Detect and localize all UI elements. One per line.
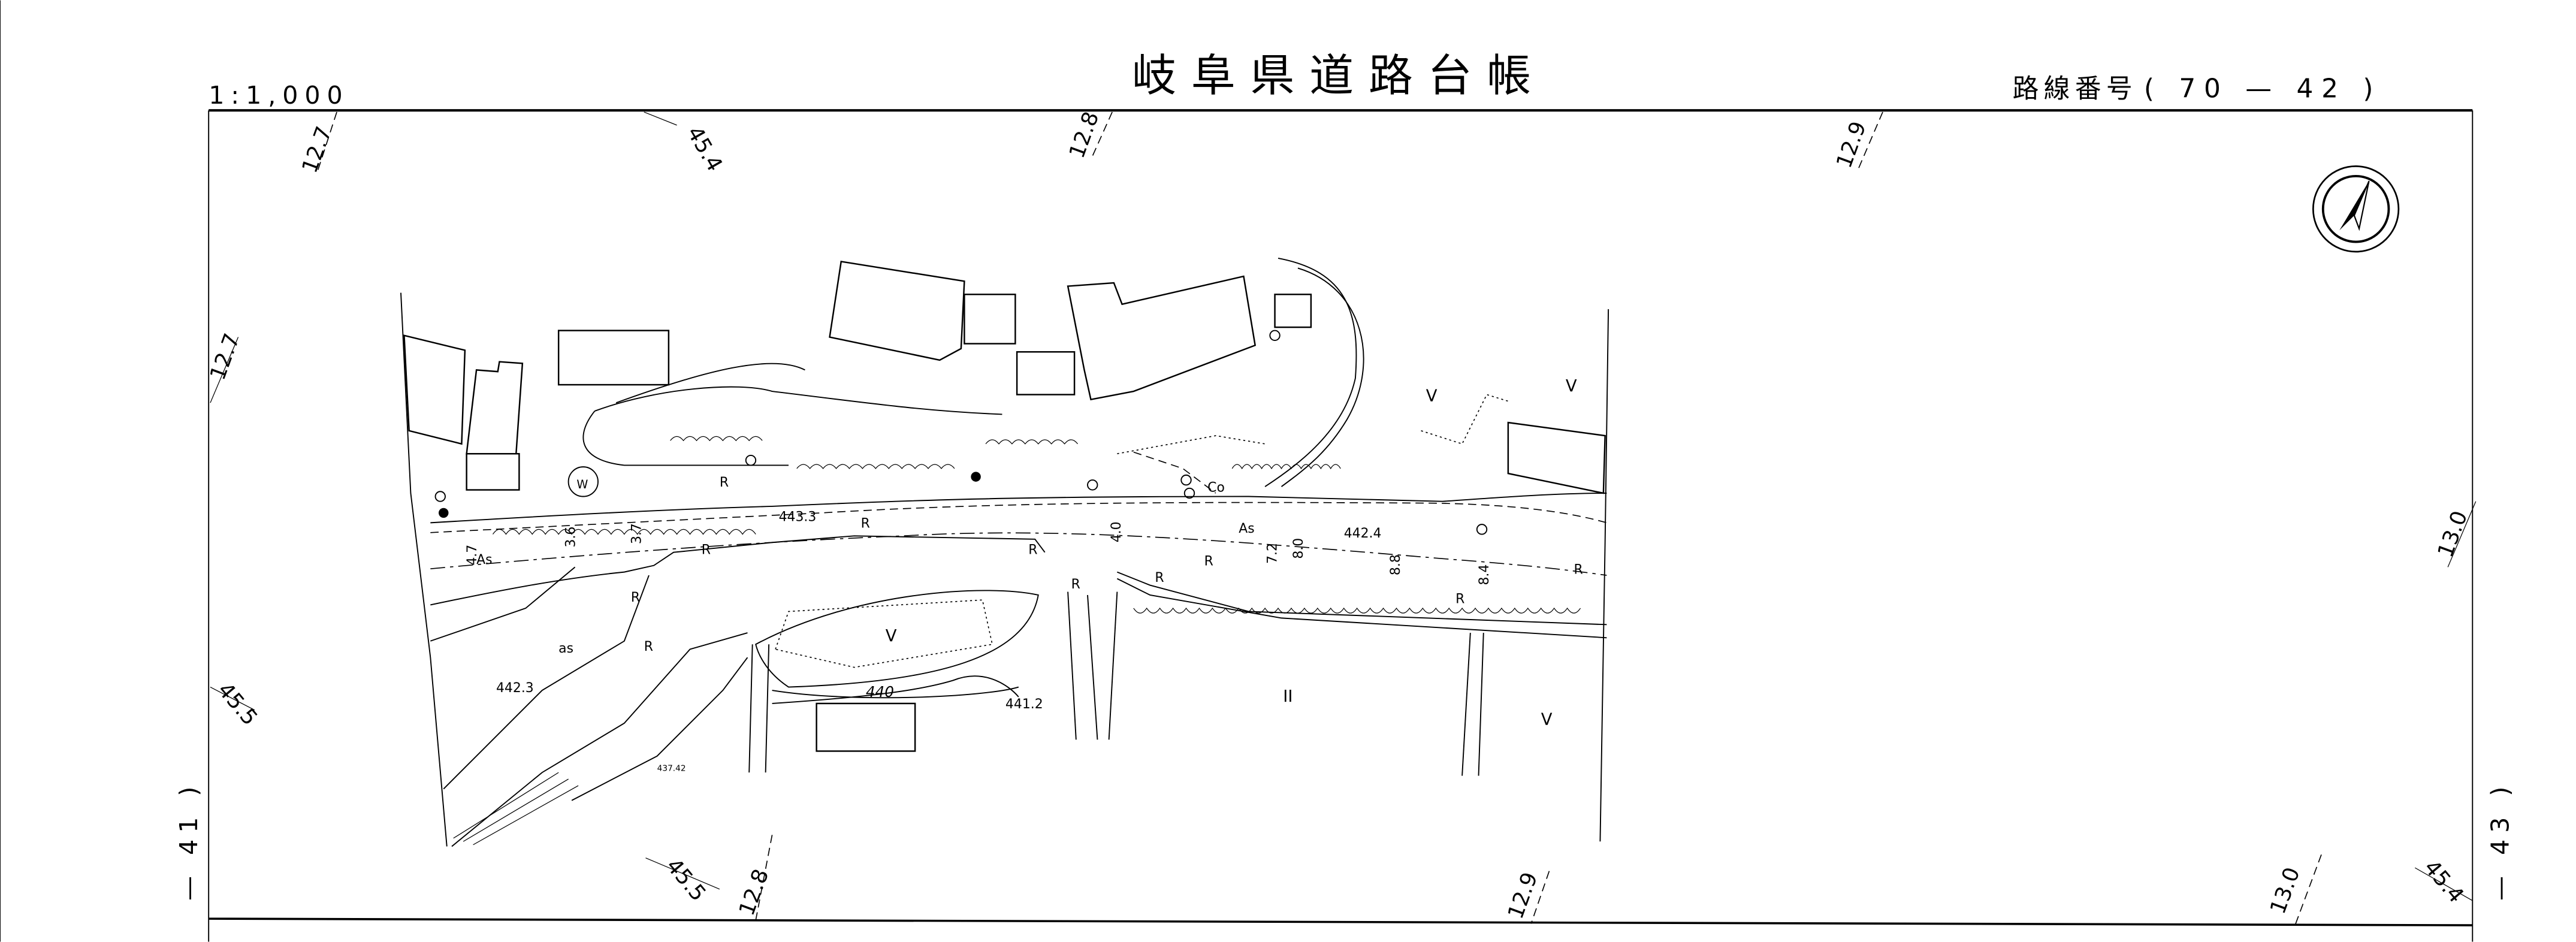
grid-label-top: 12.7: [297, 123, 337, 177]
contour-label: 440: [866, 683, 894, 701]
surface-label: As: [1239, 521, 1254, 536]
route-number: ( 70 — 42 ): [2144, 73, 2381, 104]
grid-label-bottom: 12.8: [735, 866, 774, 919]
revetment-symbol: R: [1455, 592, 1464, 607]
scale-label: 1:1,000: [209, 81, 349, 110]
right-sheet-link[interactable]: — 43 ): [2486, 780, 2515, 901]
building: [1016, 351, 1076, 395]
sheet-frame: [0, 0, 2474, 942]
elevation-label: 442.4: [1344, 526, 1382, 541]
width-label: 8.4: [1477, 564, 1492, 585]
revetment-symbol: R: [1204, 554, 1213, 569]
building: [557, 330, 670, 386]
north-arrow-icon: [2312, 165, 2400, 253]
width-label: 3.7: [629, 523, 644, 544]
grid-label-top: 45.4: [682, 122, 727, 176]
revetment-symbol: R: [644, 639, 653, 654]
width-label: 8.8: [1388, 554, 1403, 575]
left-sheet-link[interactable]: — 41 ): [174, 780, 203, 901]
grid-label-left: 45.5: [213, 678, 262, 730]
building: [816, 702, 916, 752]
grid-label-left: 12.7: [206, 330, 245, 384]
revetment-symbol: R: [861, 517, 870, 532]
revetment-symbol: R: [1155, 570, 1164, 585]
revetment-symbol: R: [631, 590, 640, 605]
field-symbol: V: [1566, 377, 1577, 395]
building: [403, 334, 466, 445]
field-symbol: V: [1426, 387, 1438, 405]
revetment-symbol: R: [702, 542, 711, 557]
grid-label-bottom: 13.0: [2266, 864, 2305, 917]
paddy-symbol: II: [1283, 687, 1292, 706]
building: [829, 261, 965, 361]
building: [466, 361, 524, 458]
revetment-symbol: R: [1574, 562, 1583, 577]
surface-label: As: [476, 552, 492, 567]
route-label: 路線番号: [2013, 73, 2137, 104]
grid-label-bottom: 45.5: [661, 854, 710, 906]
map-area: [400, 258, 1609, 847]
grid-label-top: 12.8: [1065, 108, 1104, 162]
elevation-label: 437.42: [657, 763, 686, 773]
well-label: W: [576, 478, 588, 491]
width-label: 8.0: [1291, 538, 1306, 559]
concrete-label: Co: [1207, 480, 1225, 495]
revetment-symbol: R: [1071, 577, 1080, 592]
revetment-symbol: R: [720, 475, 729, 490]
grid-label-bottom: 12.9: [1503, 869, 1543, 922]
width-label: 4.0: [1109, 521, 1124, 542]
grid-label-bottom: 45.4: [2419, 856, 2468, 908]
surface-label: as: [558, 641, 573, 656]
field-symbol: V: [1541, 711, 1553, 729]
grid-label-top: 12.9: [1832, 118, 1871, 171]
sheet-title: 岐阜県道路台帳: [1132, 50, 1546, 101]
field-symbol: V: [886, 627, 897, 645]
width-label: 4.7: [465, 545, 480, 566]
grid-ticks: [210, 111, 2477, 926]
width-label: 3.6: [564, 527, 579, 548]
elevation-label: 441.2: [1005, 697, 1043, 712]
building: [1067, 275, 1257, 401]
elevation-label: 442.3: [496, 681, 534, 696]
revetment-symbol: R: [1028, 542, 1037, 557]
elevation-label: 443.3: [779, 510, 817, 525]
well-symbol: [567, 466, 599, 497]
grid-label-right: 13.0: [2433, 508, 2473, 561]
width-label: 7.2: [1265, 543, 1280, 564]
